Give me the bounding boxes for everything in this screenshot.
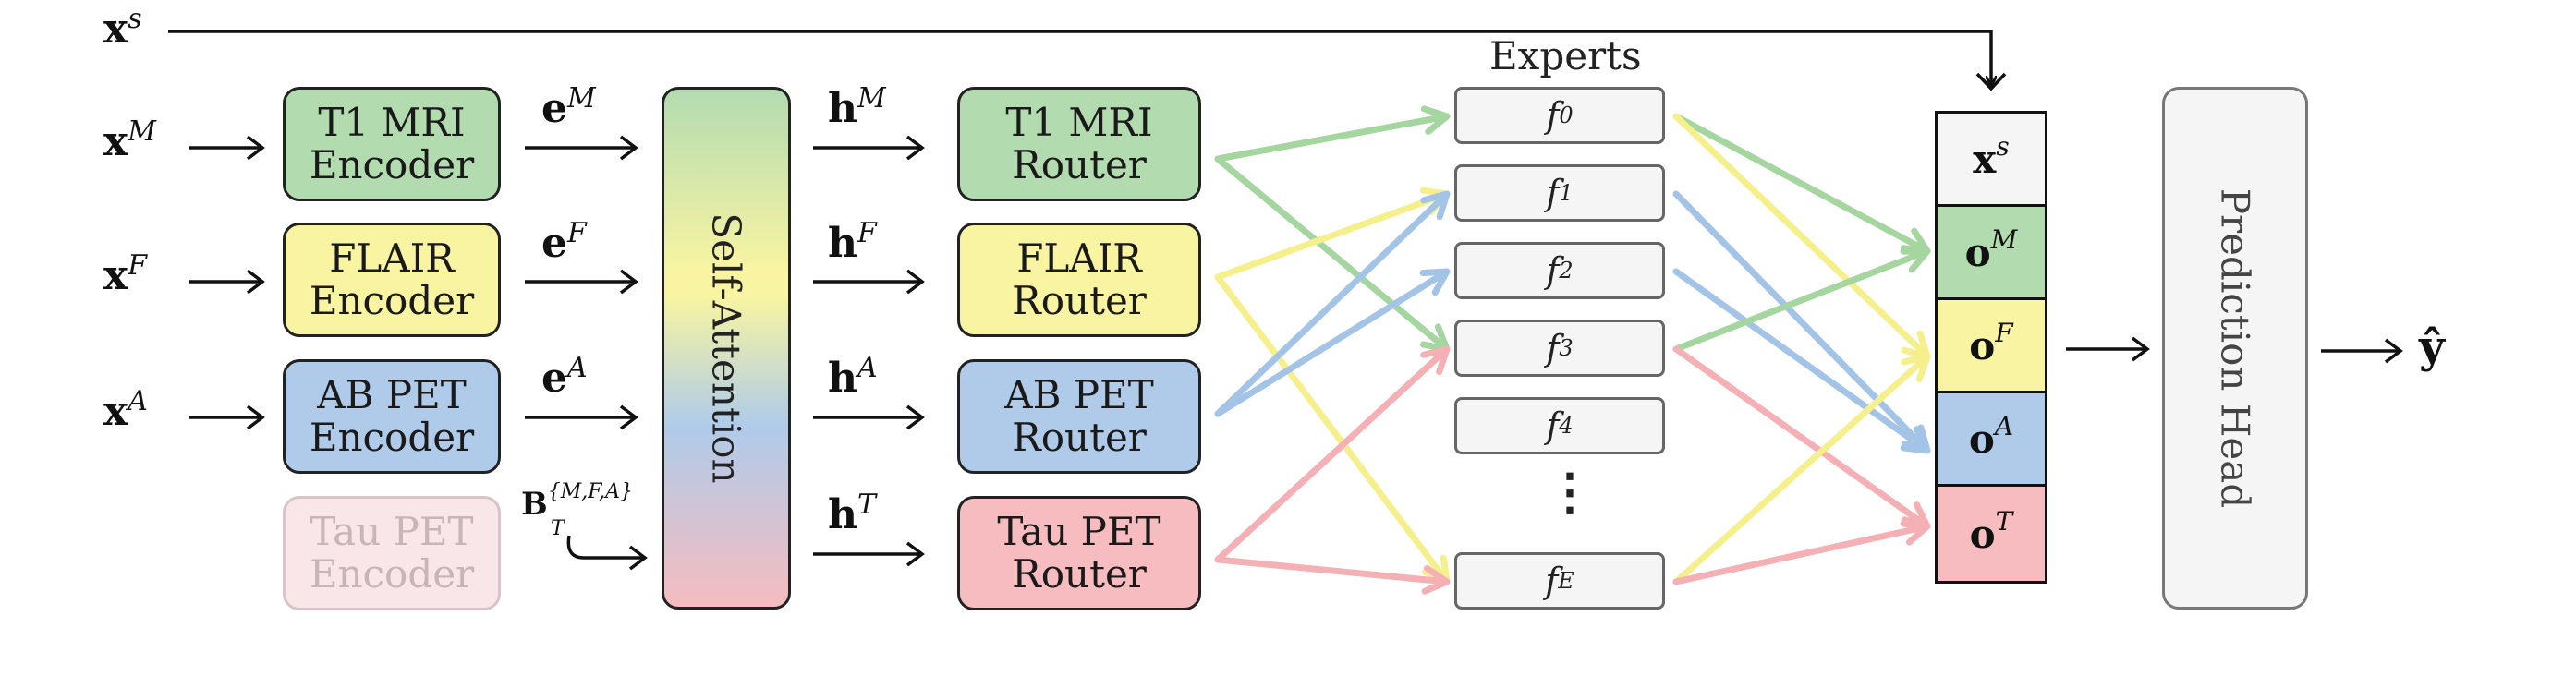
missing-token-arrow bbox=[566, 535, 643, 560]
encoder-flair-line2: Encoder bbox=[309, 278, 475, 323]
route-abpet-to-f2 bbox=[1214, 268, 1451, 417]
router-flair-line2: Router bbox=[1012, 278, 1147, 323]
hidden-label-abpet: hA bbox=[828, 352, 878, 402]
embedding-label-abpet: eA bbox=[541, 352, 588, 402]
router-ab-pet: AB PET Router bbox=[957, 359, 1201, 474]
router-t1-mri-line1: T1 MRI bbox=[1005, 100, 1153, 145]
encoder-tau-pet-line2: Encoder bbox=[309, 551, 475, 597]
output-label: ŷ bbox=[2419, 321, 2445, 373]
router-flair: FLAIR Router bbox=[957, 223, 1201, 337]
router-ab-pet-line2: Router bbox=[1012, 415, 1147, 460]
route-flair-to-f1 bbox=[1214, 187, 1451, 281]
route-tau-to-f3 bbox=[1214, 345, 1451, 563]
out-fE-to-ot bbox=[1672, 516, 1931, 585]
input-label-mri: xM bbox=[103, 115, 156, 165]
encoder-ab-pet-line2: Encoder bbox=[309, 415, 475, 460]
encoder-t1-mri: T1 MRI Encoder bbox=[283, 87, 501, 201]
route-mri-to-f0 bbox=[1214, 105, 1451, 163]
router-t1-mri-line2: Router bbox=[1012, 142, 1147, 187]
encoder-tau-pet-line1: Tau PET bbox=[310, 509, 474, 554]
router-t1-mri: T1 MRI Router bbox=[957, 87, 1201, 201]
shared-input-arrow bbox=[168, 30, 1991, 85]
encoder-ab-pet: AB PET Encoder bbox=[283, 359, 501, 474]
embedding-label-flair: eF bbox=[541, 217, 587, 267]
missing-token-label: B{M,F,A} T bbox=[521, 480, 633, 540]
self-attention-label: Self-Attention bbox=[703, 212, 749, 484]
experts-title: Experts bbox=[1489, 33, 1642, 78]
encoder-ab-pet-line1: AB PET bbox=[317, 372, 467, 417]
out-fE-to-of bbox=[1672, 353, 1931, 585]
router-ab-pet-line1: AB PET bbox=[1004, 372, 1154, 417]
encoder-tau-pet: Tau PET Encoder bbox=[283, 496, 501, 610]
input-label-abpet: xA bbox=[103, 385, 148, 435]
prediction-head: Prediction Head bbox=[2162, 87, 2308, 610]
hidden-label-mri: hM bbox=[828, 82, 886, 132]
prediction-head-label: Prediction Head bbox=[2212, 187, 2258, 509]
hidden-label-flair: hF bbox=[828, 217, 877, 267]
route-abpet-to-f1 bbox=[1214, 190, 1451, 417]
out-f3-to-ot bbox=[1672, 345, 1931, 530]
hidden-label-tau: hT bbox=[828, 489, 877, 538]
encoder-t1-mri-line1: T1 MRI bbox=[318, 100, 466, 145]
router-tau-pet-line2: Router bbox=[1012, 551, 1147, 597]
router-flair-line1: FLAIR bbox=[1016, 235, 1142, 281]
router-tau-pet-line1: Tau PET bbox=[997, 509, 1161, 554]
out-f3-to-om bbox=[1672, 245, 1931, 353]
encoder-t1-mri-line2: Encoder bbox=[309, 142, 475, 187]
experts-ellipsis: ⋮ bbox=[1545, 462, 1595, 521]
embedding-label-mri: eM bbox=[541, 82, 596, 132]
route-tau-to-fE bbox=[1214, 556, 1451, 595]
router-tau-pet: Tau PET Router bbox=[957, 496, 1201, 610]
out-f2-to-oa bbox=[1672, 268, 1931, 454]
encoder-flair-line1: FLAIR bbox=[329, 235, 455, 281]
self-attention-block: Self-Attention bbox=[662, 87, 791, 610]
input-label-flair: xF bbox=[103, 249, 148, 299]
encoder-flair: FLAIR Encoder bbox=[283, 223, 501, 337]
shared-input-label: xs bbox=[103, 3, 142, 53]
